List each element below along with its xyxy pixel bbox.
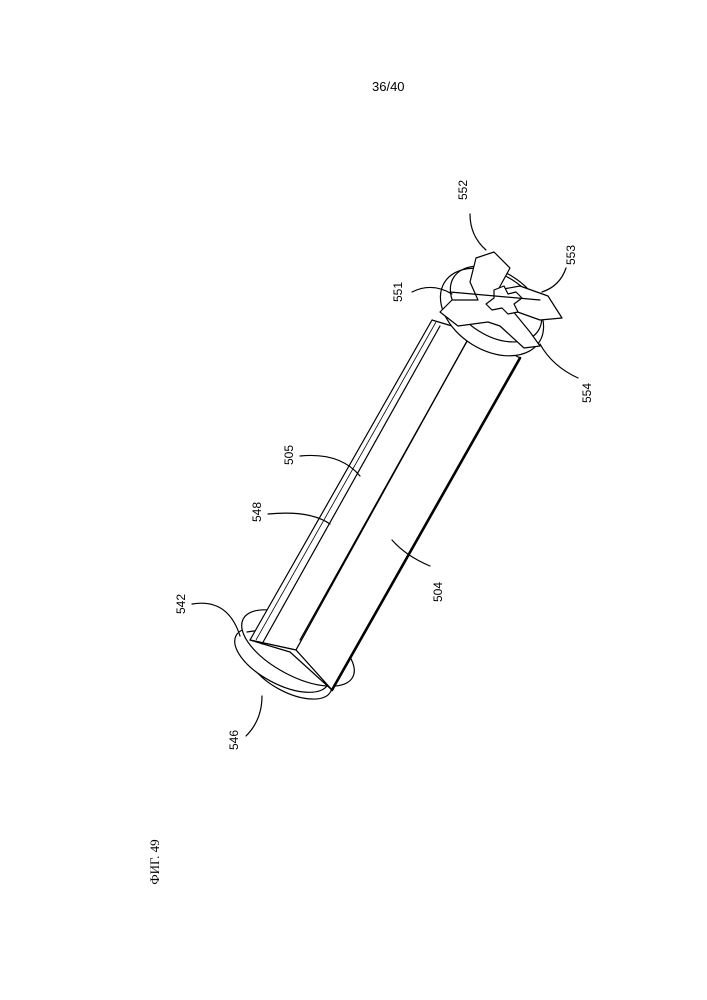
ref-label-546: 546 [227, 730, 241, 750]
ref-label-548: 548 [250, 502, 264, 522]
ref-label-554: 554 [580, 383, 594, 403]
leader-553 [542, 268, 566, 292]
leader-542 [192, 603, 240, 636]
shaft [250, 320, 520, 690]
ref-label-505: 505 [282, 445, 296, 465]
leader-554 [540, 344, 578, 378]
ref-label-551: 551 [391, 282, 405, 302]
ref-label-542: 542 [174, 594, 188, 614]
ref-label-552: 552 [456, 180, 470, 200]
leader-552 [470, 214, 486, 250]
ref-label-504: 504 [431, 582, 445, 602]
leader-546 [246, 696, 262, 736]
ref-label-553: 553 [564, 245, 578, 265]
